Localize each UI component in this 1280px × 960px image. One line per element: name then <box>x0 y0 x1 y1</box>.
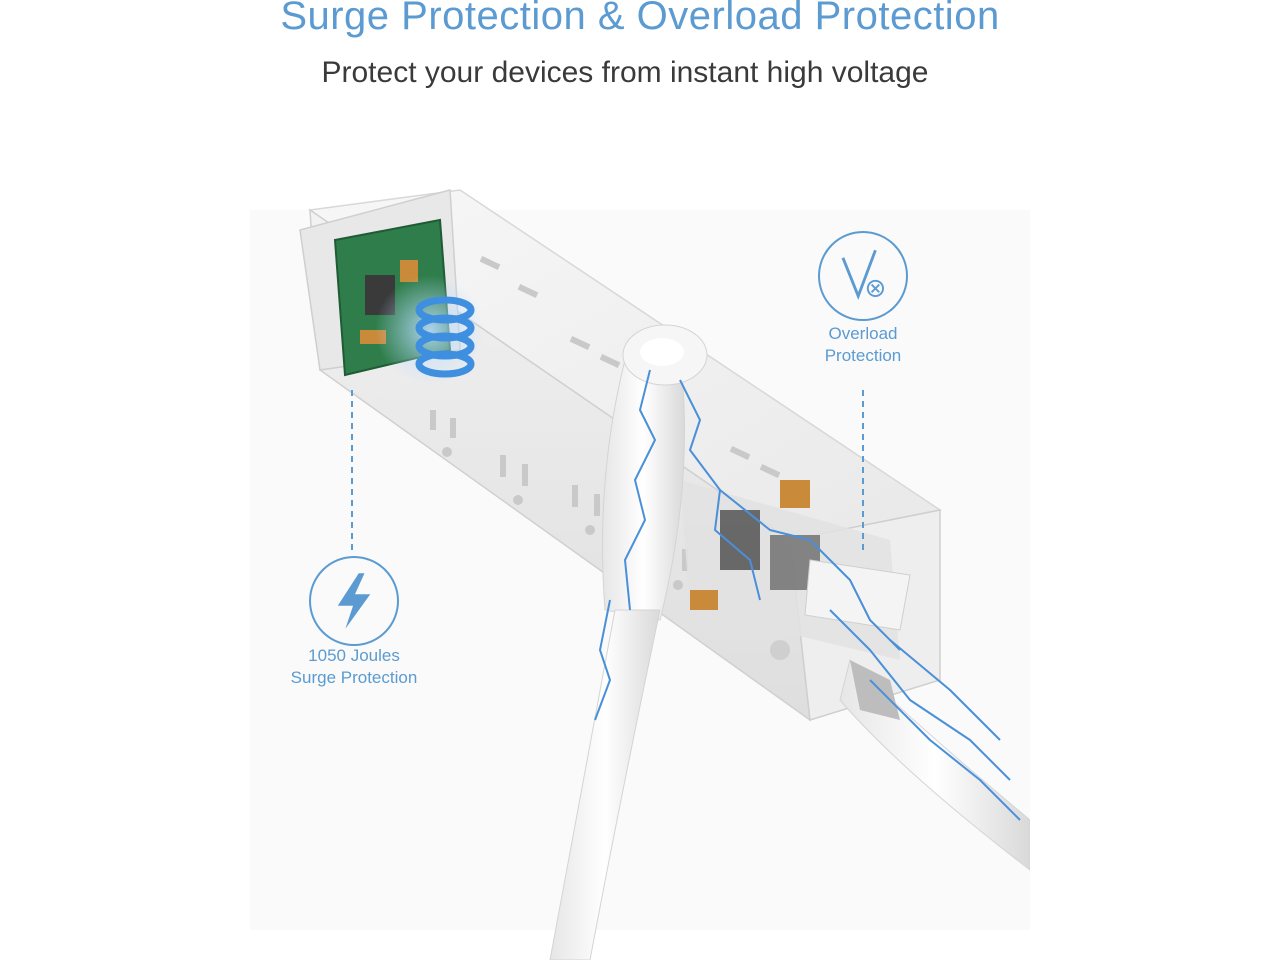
vx-overload-icon <box>841 249 885 301</box>
overload-label-line2: Protection <box>824 346 902 365</box>
surge-label-line2: Surge Protection <box>290 668 418 687</box>
electric-sparks <box>594 369 1021 821</box>
plug-head <box>602 324 708 621</box>
overload-label-line1: Overload <box>828 324 898 343</box>
pcb-cutaway <box>333 218 485 385</box>
plug-cord <box>549 609 661 960</box>
surge-label-line1: 1050 Joules <box>308 646 400 665</box>
overload-protection-label: Overload Protection <box>800 323 926 367</box>
outlet <box>430 410 456 457</box>
outlet <box>572 485 600 535</box>
power-strip-illustration <box>250 189 1030 960</box>
page-subtitle: Protect your devices from instant high v… <box>321 56 929 89</box>
page-title: Surge Protection & Overload Protection <box>280 0 1000 38</box>
power-cord <box>839 659 1030 871</box>
outlet <box>500 455 528 505</box>
surge-protection-icon <box>309 556 399 646</box>
overload-protection-icon <box>818 231 908 321</box>
lightning-bolt-icon <box>337 573 371 629</box>
coil-icon <box>415 296 475 378</box>
top-outlets <box>479 256 781 478</box>
surge-protection-label: 1050 Joules Surge Protection <box>274 645 434 689</box>
